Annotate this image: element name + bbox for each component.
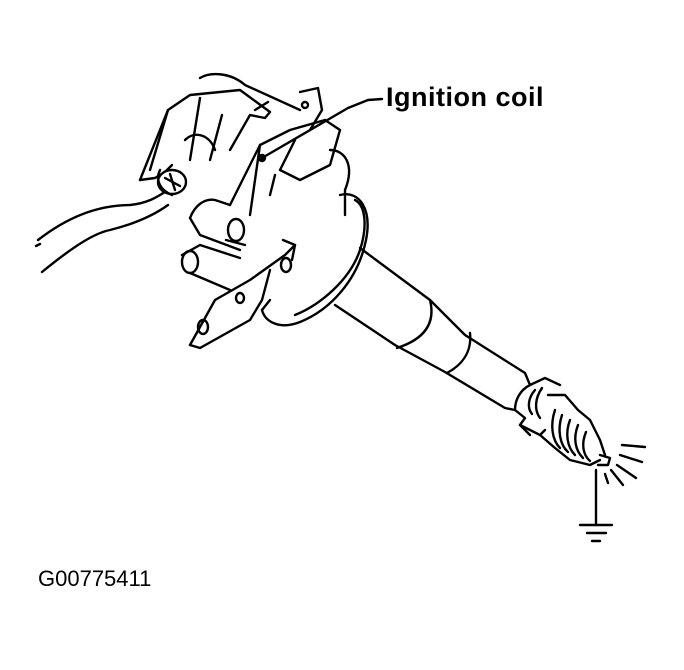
coil-boot [333,246,532,412]
spark-indication [603,443,647,487]
callout-leader [257,97,384,163]
spark-plug [513,376,612,467]
ground-symbol [578,468,614,543]
figure-id: G00775411 [38,566,152,591]
ignition-coil-label: Ignition coil [386,82,544,112]
coil-connector [138,88,272,197]
mounting-flange [188,238,297,350]
ignition-coil-body [180,72,351,292]
wiring-harness [34,188,170,274]
coil-boot-disk [260,193,369,327]
